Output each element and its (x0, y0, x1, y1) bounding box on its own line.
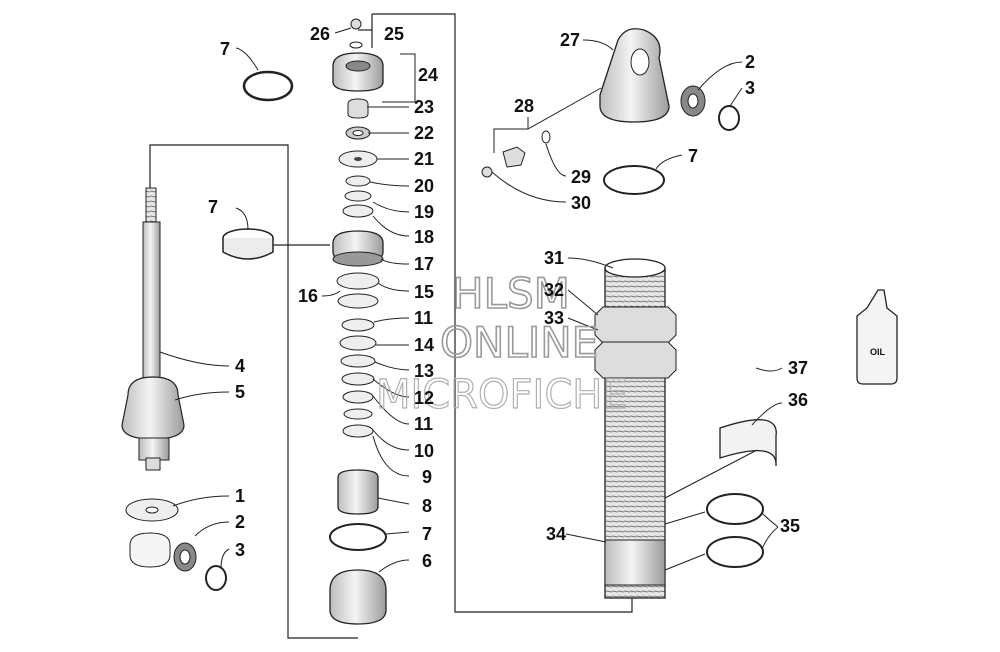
callout-25: 25 (384, 24, 404, 44)
callout-31: 31 (544, 248, 564, 268)
eye-27 (599, 28, 670, 123)
callout-13: 13 (414, 361, 434, 381)
clip-36 (719, 419, 777, 467)
callout-34: 34 (546, 524, 566, 544)
oil-label: OIL (870, 347, 886, 357)
callouts: 7 26 25 24 23 22 21 20 19 18 17 16 15 11… (208, 24, 808, 571)
ring-35a (706, 493, 764, 525)
callout-26: 26 (310, 24, 330, 44)
callout-27: 27 (560, 30, 580, 50)
callout-28: 28 (514, 96, 534, 116)
callout-2: 2 (235, 512, 245, 532)
leader-lines (159, 27, 783, 573)
callout-1: 1 (235, 486, 245, 506)
callout-36: 36 (788, 390, 808, 410)
callout-22: 22 (414, 123, 434, 143)
callout-35: 35 (780, 516, 800, 536)
watermark-line3: MICROFICHE (376, 372, 628, 418)
watermark-line2: ONLINE (440, 318, 598, 367)
callout-20: 20 (414, 176, 434, 196)
callout-7: 7 (688, 146, 698, 166)
callout-4: 4 (235, 356, 245, 376)
callout-7: 7 (422, 524, 432, 544)
wear-band-7 (222, 228, 274, 260)
callout-19: 19 (414, 202, 434, 222)
callout-16: 16 (298, 286, 318, 306)
callout-30: 30 (571, 193, 591, 213)
callout-24: 24 (418, 65, 438, 85)
callout-37: 37 (788, 358, 808, 378)
valve-stack (329, 18, 387, 625)
oil-bottle: OIL (856, 289, 898, 385)
sleeve (129, 532, 171, 568)
callout-2: 2 (745, 52, 755, 72)
callout-6: 6 (422, 551, 432, 571)
callout-5: 5 (235, 382, 245, 402)
watermark: HLSM ONLINE MICROFICHE (375, 268, 628, 418)
callout-7: 7 (220, 39, 230, 59)
callout-18: 18 (414, 227, 434, 247)
end-cap-6 (329, 569, 387, 625)
callout-7: 7 (208, 197, 218, 217)
callout-32: 32 (544, 280, 564, 300)
callout-15: 15 (414, 282, 434, 302)
callout-11: 11 (414, 414, 433, 434)
watermark-line1: HLSM (452, 269, 570, 318)
callout-8: 8 (422, 496, 432, 516)
callout-29: 29 (571, 167, 591, 187)
shaft-thread (145, 187, 157, 225)
callout-14: 14 (414, 335, 434, 355)
callout-10: 10 (414, 441, 434, 461)
shaft-assembly (121, 187, 227, 591)
ring-35b (706, 536, 764, 568)
callout-23: 23 (414, 97, 434, 117)
assembly-lines (149, 13, 633, 639)
callout-9: 9 (422, 467, 432, 487)
callout-12: 12 (414, 388, 434, 408)
shock-body (481, 28, 740, 599)
callout-11: 11 (414, 308, 433, 328)
callout-3: 3 (235, 540, 245, 560)
o-ring-7-top (242, 70, 294, 102)
callout-3: 3 (745, 78, 755, 98)
spacer-8 (337, 469, 379, 515)
callout-17: 17 (414, 254, 434, 274)
shaft-rod (142, 221, 161, 383)
callout-21: 21 (414, 149, 434, 169)
cap-24 (332, 52, 384, 92)
callout-33: 33 (544, 308, 564, 328)
shaft-eye (121, 376, 185, 440)
